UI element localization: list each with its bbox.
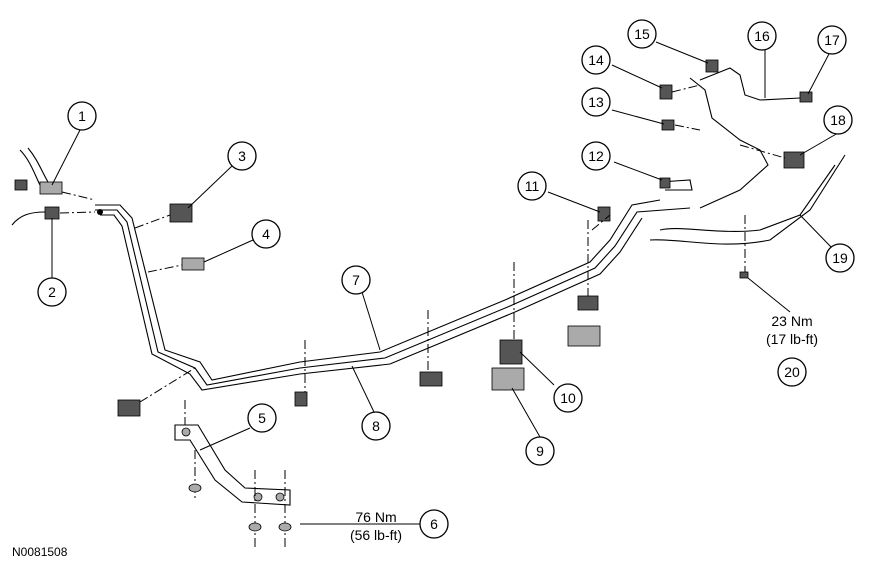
rear-lines bbox=[591, 59, 846, 275]
callout-14: 14 bbox=[581, 45, 611, 75]
svg-text:(17 lb-ft): (17 lb-ft) bbox=[766, 331, 818, 347]
svg-text:5: 5 bbox=[258, 410, 266, 426]
callout-19: 19 bbox=[825, 243, 855, 273]
svg-text:(56 lb-ft): (56 lb-ft) bbox=[350, 527, 402, 543]
clip-10 bbox=[499, 339, 523, 365]
callout-5: 5 bbox=[247, 403, 277, 433]
svg-text:7: 7 bbox=[352, 272, 360, 288]
svg-text:13: 13 bbox=[588, 94, 604, 110]
torque-spec-6: 76 Nm (56 lb-ft) bbox=[350, 509, 402, 543]
fitting-18 bbox=[783, 151, 805, 169]
callout-6: 6 bbox=[419, 509, 449, 539]
fuel-line-pair bbox=[95, 199, 691, 391]
front-connector-2 bbox=[11, 206, 103, 226]
callout-12: 12 bbox=[581, 141, 611, 171]
leader-lines bbox=[51, 41, 839, 525]
svg-text:17: 17 bbox=[824, 32, 840, 48]
callout-7: 7 bbox=[341, 265, 371, 295]
svg-text:14: 14 bbox=[588, 52, 604, 68]
callout-1: 1 bbox=[67, 101, 97, 131]
callout-3: 3 bbox=[227, 141, 257, 171]
svg-text:9: 9 bbox=[536, 443, 544, 459]
svg-text:1: 1 bbox=[78, 108, 86, 124]
reference-code: N0081508 bbox=[12, 545, 68, 559]
callout-17: 17 bbox=[817, 25, 847, 55]
svg-text:8: 8 bbox=[372, 418, 380, 434]
clip-4 bbox=[181, 257, 205, 271]
svg-text:2: 2 bbox=[48, 284, 56, 300]
svg-text:16: 16 bbox=[754, 28, 770, 44]
callout-8: 8 bbox=[361, 411, 391, 441]
svg-text:4: 4 bbox=[262, 226, 270, 242]
svg-text:3: 3 bbox=[238, 148, 246, 164]
fitting-12 bbox=[659, 177, 671, 189]
clip-3 bbox=[169, 203, 193, 223]
torque-spec-20: 23 Nm (17 lb-ft) bbox=[766, 313, 818, 347]
callout-16: 16 bbox=[747, 21, 777, 51]
svg-text:11: 11 bbox=[525, 178, 540, 194]
svg-text:18: 18 bbox=[830, 112, 846, 128]
svg-text:19: 19 bbox=[832, 250, 848, 266]
callout-13: 13 bbox=[581, 87, 611, 117]
callout-9: 9 bbox=[525, 436, 555, 466]
svg-text:23 Nm: 23 Nm bbox=[771, 313, 812, 329]
svg-text:12: 12 bbox=[588, 148, 604, 164]
callout-2: 2 bbox=[37, 277, 67, 307]
clip-11 bbox=[597, 206, 611, 222]
callout-20: 20 bbox=[777, 357, 807, 387]
fitting-14 bbox=[659, 84, 673, 100]
clip-c bbox=[577, 295, 599, 311]
callout-10: 10 bbox=[553, 383, 583, 413]
clip-b bbox=[419, 371, 443, 387]
fitting-15 bbox=[705, 59, 719, 73]
bolt-20 bbox=[739, 271, 749, 279]
fitting-17 bbox=[799, 91, 813, 103]
bracket-9 bbox=[491, 367, 525, 391]
callout-15: 15 bbox=[627, 19, 657, 49]
clip-a bbox=[294, 391, 308, 407]
callout-18: 18 bbox=[823, 105, 853, 135]
bracket-5 bbox=[174, 400, 292, 548]
svg-text:20: 20 bbox=[784, 364, 800, 380]
fitting-13 bbox=[661, 119, 675, 131]
svg-text:6: 6 bbox=[430, 516, 438, 532]
callout-4: 4 bbox=[251, 219, 281, 249]
bracket-c bbox=[567, 325, 601, 347]
callout-11: 11 bbox=[517, 171, 547, 201]
clip-lower-left bbox=[117, 399, 141, 417]
svg-text:10: 10 bbox=[560, 390, 576, 406]
front-connector-1 bbox=[14, 147, 63, 195]
svg-text:15: 15 bbox=[634, 26, 650, 42]
svg-text:76 Nm: 76 Nm bbox=[355, 509, 396, 525]
